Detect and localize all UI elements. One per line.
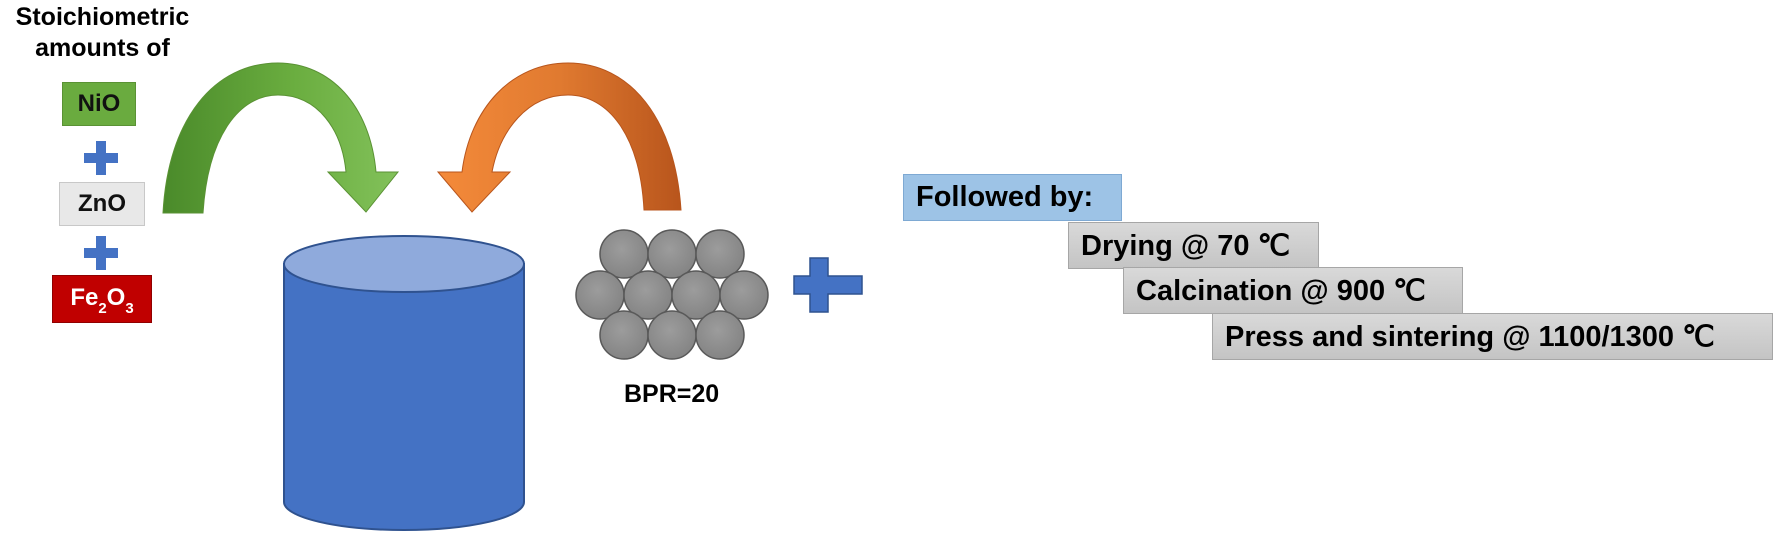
fe2o3-box: Fe2O3: [52, 275, 152, 323]
step-sintering-box: Press and sintering @ 1100/1300 ℃: [1212, 313, 1773, 360]
title-line-1: Stoichiometric: [15, 3, 190, 31]
orange-arrow-icon: [436, 62, 682, 213]
step-calcination-label: Calcination @ 900 ℃: [1136, 275, 1426, 307]
followed-by-label: Followed by:: [916, 181, 1094, 213]
step-calcination-box: Calcination @ 900 ℃: [1123, 267, 1463, 314]
zno-label: ZnO: [78, 190, 126, 217]
title-line-2: amounts of: [35, 34, 170, 62]
large-plus-icon: [793, 257, 863, 313]
fe2o3-label: Fe2O3: [70, 283, 134, 318]
zno-box: ZnO: [59, 182, 145, 226]
nio-box: NiO: [62, 82, 136, 126]
followed-by-box: Followed by:: [903, 174, 1122, 221]
step-drying-box: Drying @ 70 ℃: [1068, 222, 1319, 269]
milling-balls-icon: [575, 229, 769, 360]
green-arrow-icon: [162, 62, 400, 214]
nio-label: NiO: [77, 90, 121, 117]
step-drying-label: Drying @ 70 ℃: [1081, 230, 1291, 262]
title-text: Stoichiometric amounts of: [0, 2, 205, 64]
plus-icon-1: [84, 141, 118, 175]
plus-icon-2: [84, 236, 118, 270]
bpr-label: BPR=20: [624, 380, 720, 408]
step-sintering-label: Press and sintering @ 1100/1300 ℃: [1225, 321, 1715, 353]
cylinder-vial-icon: [283, 235, 525, 531]
